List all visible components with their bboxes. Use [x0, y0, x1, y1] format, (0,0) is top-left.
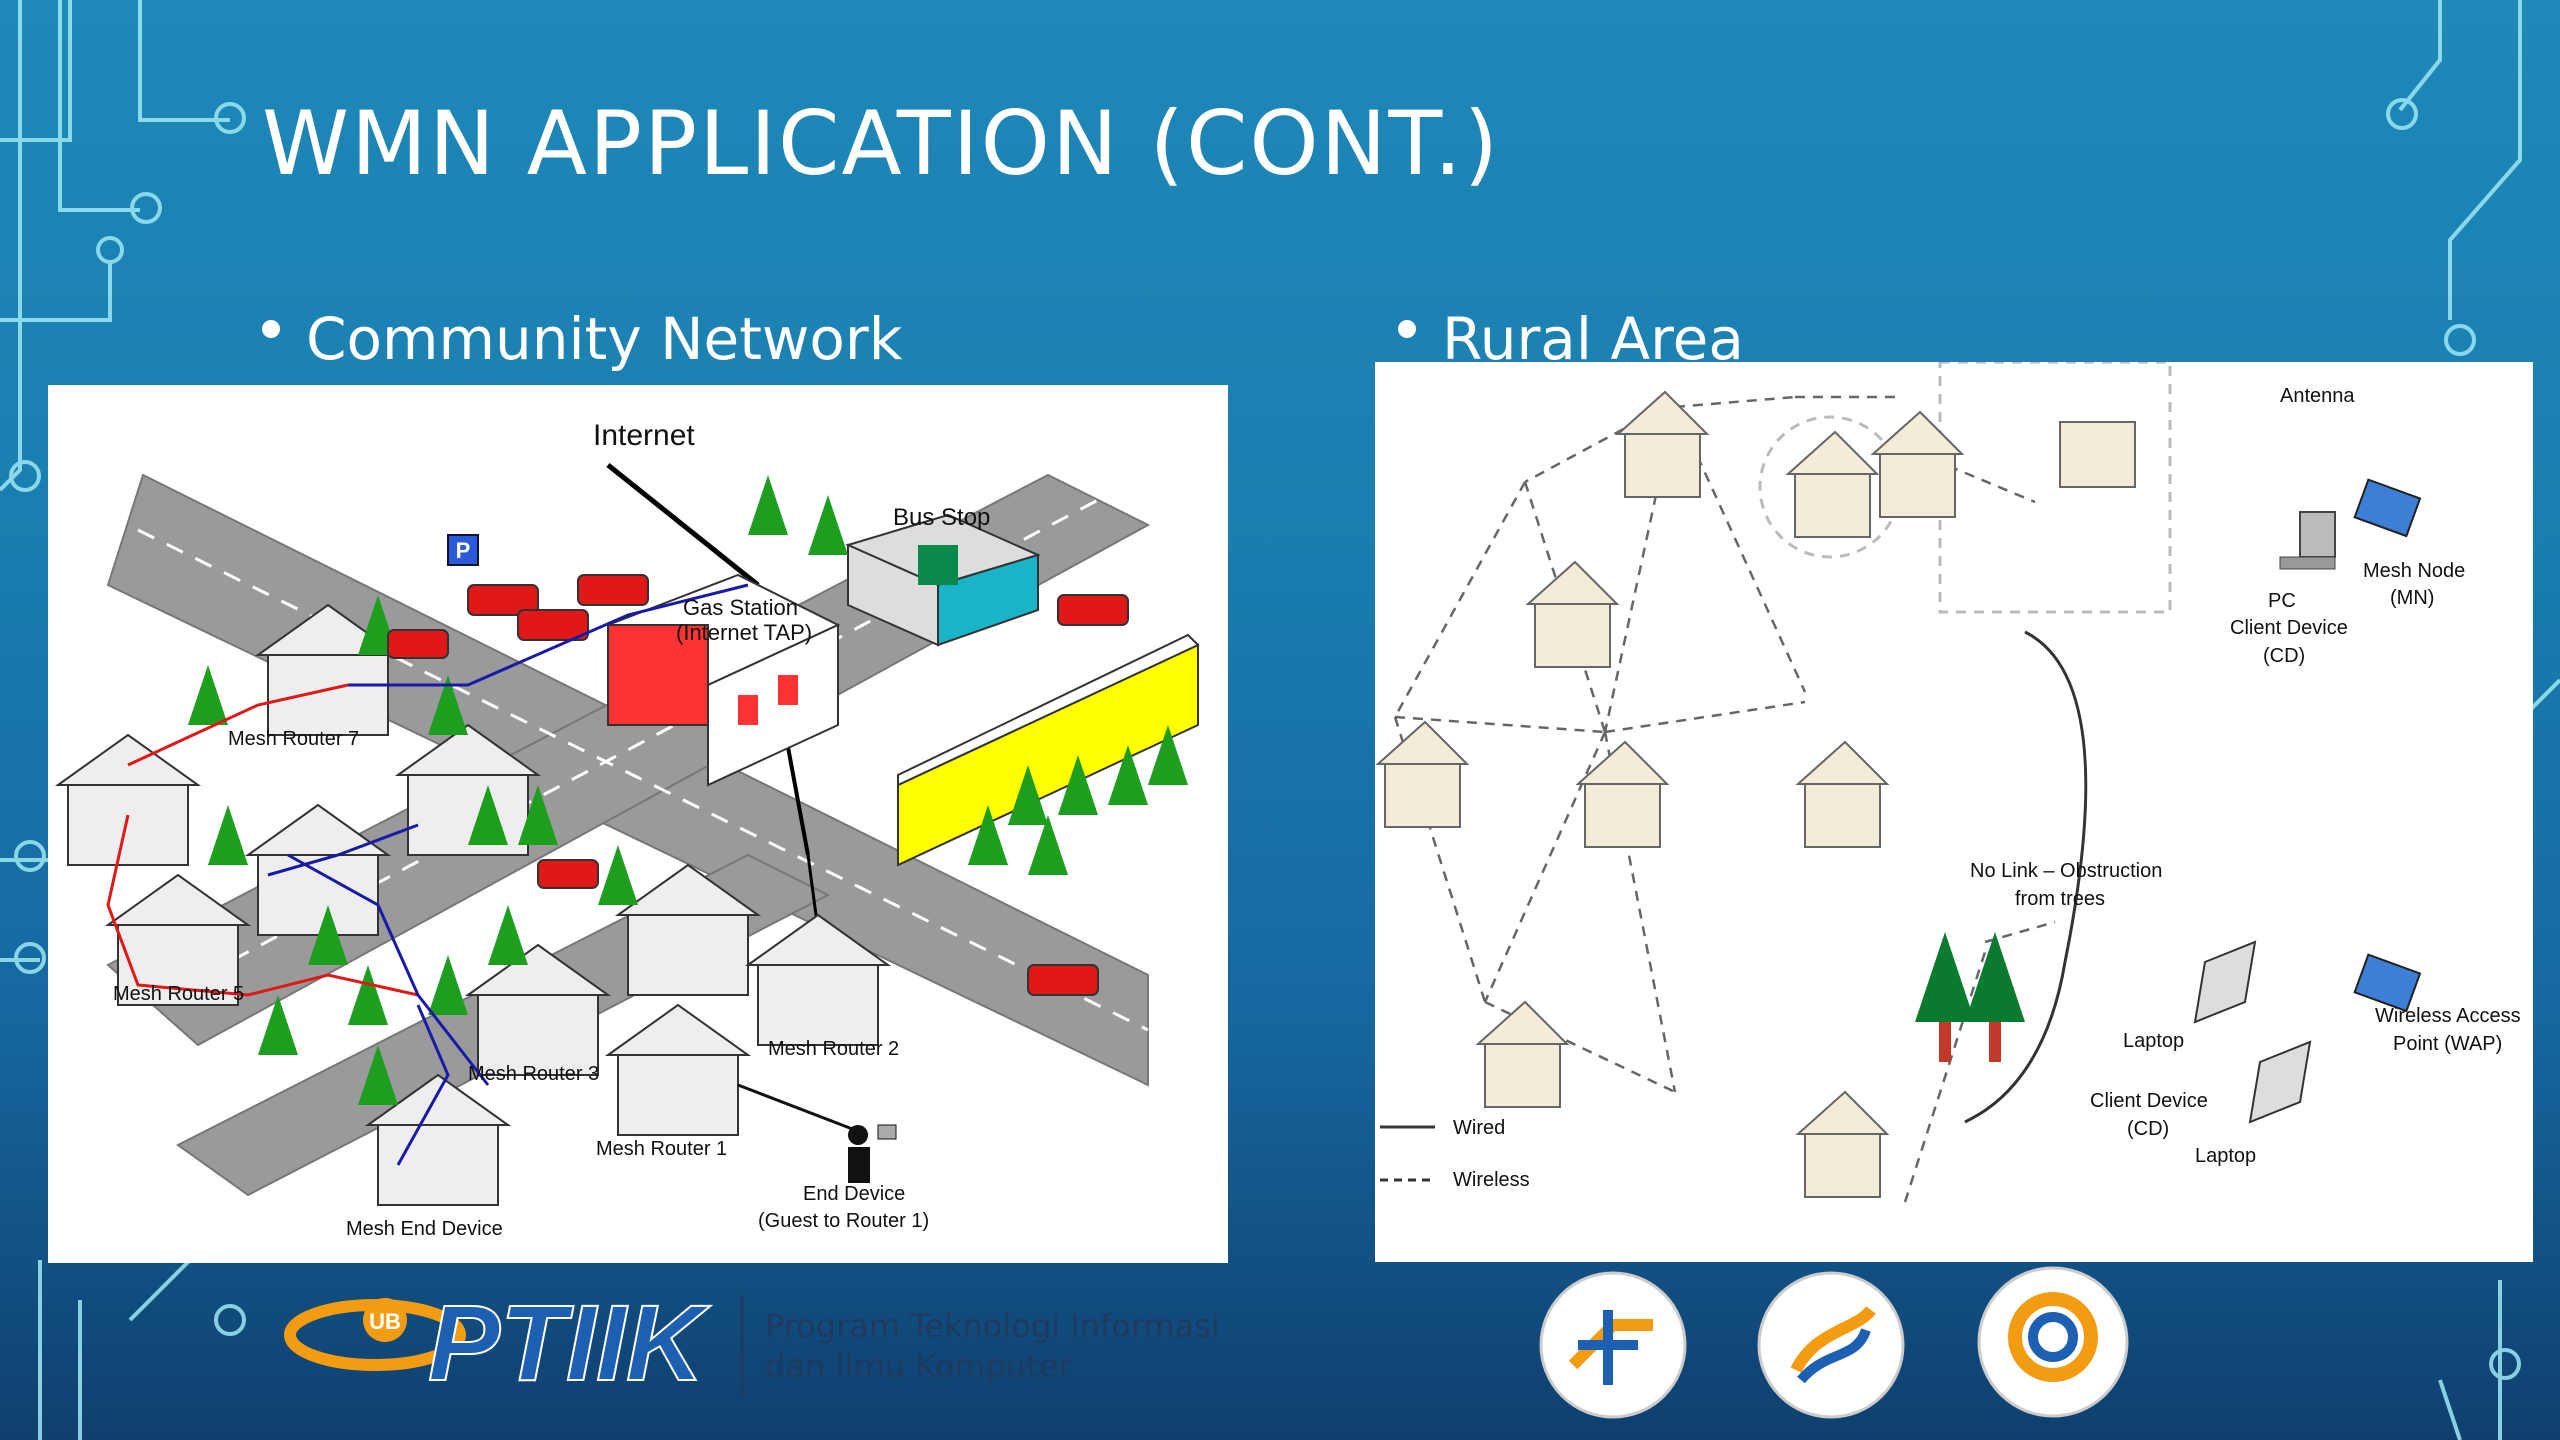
label-mesh-router-5: Mesh Router 5	[113, 983, 244, 1005]
label-mesh-router-2: Mesh Router 2	[768, 1038, 899, 1060]
bus-stop	[845, 513, 1041, 647]
mesh-links-blue	[267, 583, 749, 1166]
parking-sign-icon	[447, 534, 479, 566]
bullet-dot-icon	[1398, 319, 1416, 338]
wired-link	[1964, 630, 2088, 1124]
label-pc: PC	[2268, 590, 2296, 612]
label-legend-wireless: Wireless	[1453, 1169, 1530, 1191]
bullet-community-label: Community Network	[306, 305, 903, 373]
label-wap: Wireless Access	[2375, 1005, 2521, 1027]
program-line-2: dan Ilmu Komputer	[765, 1347, 1072, 1385]
community-network-image: P Internet Bus Stop Gas Station (Interne…	[48, 385, 1228, 1263]
ptiik-wordmark: PTIIK	[428, 1282, 711, 1403]
label-internet: Internet	[593, 419, 695, 452]
mesh-links-red	[106, 683, 419, 997]
label-gas-station: Gas Station	[683, 595, 798, 620]
ptiik-logo: UB PTIIK Program Teknologi Informasi dan…	[280, 1275, 1220, 1405]
label-no-link: No Link – Obstruction	[1970, 860, 2162, 882]
mesh-node-icon	[2353, 478, 2422, 538]
bullet-rural: Rural Area	[1398, 310, 1744, 368]
trees	[188, 475, 1188, 1105]
truck-trailer	[897, 633, 1200, 867]
label-antenna: Antenna	[2280, 385, 2355, 407]
label-gas-station-tap: (Internet TAP)	[676, 620, 812, 645]
label-client-device: Client Device	[2230, 617, 2348, 639]
label-no-link-trees: from trees	[2015, 888, 2105, 910]
label-client-device-b-cd: (CD)	[2127, 1118, 2169, 1140]
bullet-community: Community Network	[262, 310, 902, 368]
label-client-device-b: Client Device	[2090, 1090, 2208, 1112]
label-wap-point: Point (WAP)	[2393, 1033, 2502, 1055]
rural-trees	[1915, 932, 2025, 1062]
ptiik-logo-graphic: UB PTIIK Program Teknologi Informasi dan…	[284, 1281, 1220, 1404]
rural-houses	[1375, 390, 2136, 1198]
rural-area-diagram: Antenna PC Client Device (CD) Mesh Node …	[1375, 362, 2521, 1203]
end-device-person-icon	[848, 1124, 897, 1183]
laptop-icon-a	[2193, 940, 2257, 1024]
ub-badge-label: UB	[369, 1309, 401, 1334]
rural-area-image: Antenna PC Client Device (CD) Mesh Node …	[1375, 362, 2533, 1262]
label-mesh-end-device: Mesh End Device	[346, 1218, 503, 1240]
program-line-1: Program Teknologi Informasi	[765, 1307, 1220, 1345]
label-end-device: End Device	[803, 1183, 905, 1205]
ub-badge-icon	[363, 1298, 407, 1342]
label-mesh-router-3: Mesh Router 3	[468, 1063, 599, 1085]
bullet-rural-label: Rural Area	[1442, 305, 1744, 373]
gas-station	[605, 573, 841, 787]
seal-teknik-komputer	[1976, 1265, 2131, 1420]
label-legend-wired: Wired	[1453, 1117, 1505, 1139]
label-laptop-b: Laptop	[2195, 1145, 2256, 1167]
slide-title: WMN APPLICATION (CONT.)	[262, 92, 1501, 195]
seal-sistem-informasi	[1756, 1270, 1906, 1420]
internet-wire	[606, 463, 760, 587]
wap-icon	[2353, 953, 2422, 1013]
label-mesh-node-mn: (MN)	[2390, 587, 2434, 609]
label-bus-stop: Bus Stop	[893, 504, 990, 531]
mesh-link-end-device	[737, 1083, 869, 1137]
seal-informatika	[1538, 1270, 1688, 1420]
label-client-device-cd: (CD)	[2263, 645, 2305, 667]
community-network-illustration: P Internet Bus Stop Gas Station (Interne…	[54, 419, 1200, 1240]
bullet-dot-icon	[262, 319, 280, 338]
parking-sign-label: P	[456, 538, 471, 563]
cars	[387, 574, 1129, 996]
label-laptop-a: Laptop	[2123, 1030, 2184, 1052]
laptop-icon-b	[2248, 1040, 2312, 1124]
label-mesh-router-7: Mesh Router 7	[228, 728, 359, 750]
label-mesh-node: Mesh Node	[2363, 560, 2465, 582]
pc-icon	[2279, 511, 2336, 570]
label-mesh-router-1: Mesh Router 1	[596, 1138, 727, 1160]
label-end-device-guest: (Guest to Router 1)	[758, 1210, 929, 1232]
